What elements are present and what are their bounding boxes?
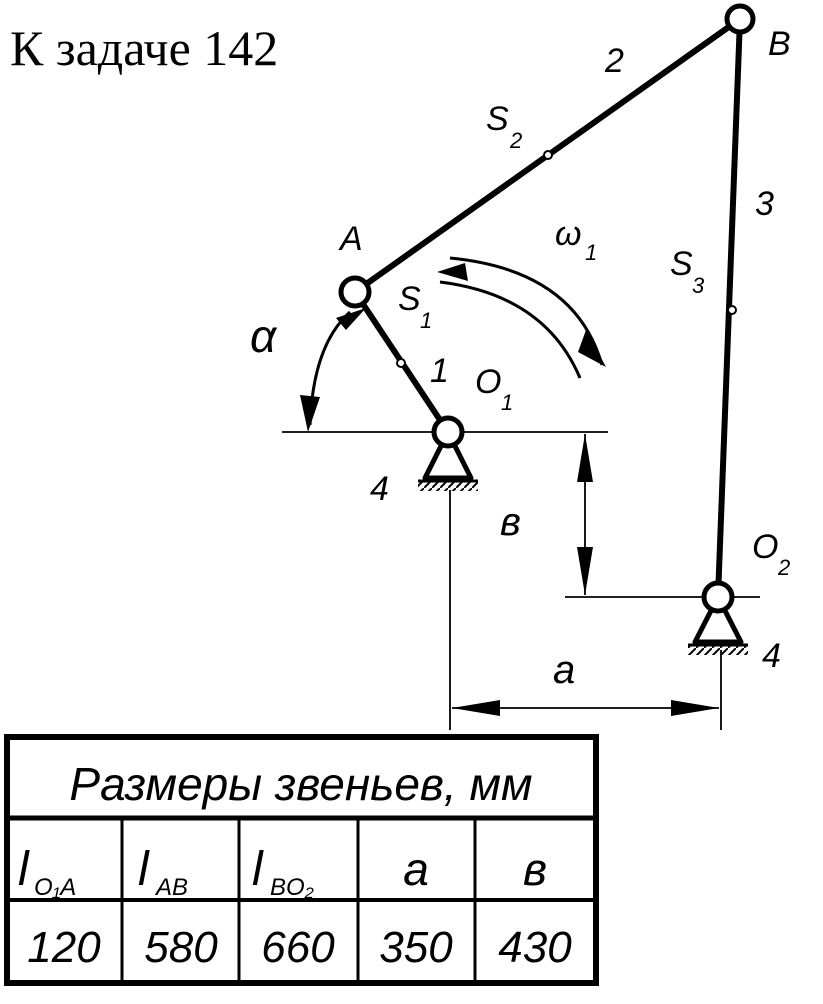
s1-marker [396,358,406,368]
s3-label: S [670,245,693,283]
link-2-label: 2 [604,42,624,80]
s2-marker [543,150,553,160]
header-l-o1a: l [18,843,30,896]
header-l-ab-sub: AB [154,874,188,901]
ground-4-right-label: 4 [762,637,781,675]
omega-label: ω [555,215,581,253]
table-title: Размеры звеньев, мм [69,758,532,810]
joint-o1 [431,415,465,449]
value-l-bo2: 660 [261,923,335,972]
link-1-label: 1 [430,352,449,390]
dimension-b-label: в [500,500,521,544]
o2-ground-support [688,594,748,655]
value-l-ab: 580 [144,923,218,972]
value-l-o1a: 120 [27,923,101,972]
o1-label: O [475,363,501,401]
dimensions-table: Размеры звеньев, мм l O₁A l AB l BO₂ a в… [4,734,599,986]
value-a: 350 [379,923,453,972]
value-b: 430 [498,923,572,972]
point-b-label: B [768,25,791,63]
alpha-label: α [250,310,278,362]
header-l-ab: l [138,843,150,896]
s3-subscript: 3 [692,273,705,298]
o2-subscript: 2 [777,555,790,580]
problem-title: К задаче 142 [10,20,278,76]
omega-arrow [437,256,606,379]
alpha-arrow [300,308,366,432]
header-a: a [403,843,429,895]
s3-marker [727,305,737,315]
s1-label: S [398,280,421,318]
s2-label: S [486,100,509,138]
dimension-a [452,700,719,716]
o1-subscript: 1 [501,390,513,415]
header-l-bo2-sub: BO₂ [270,874,314,901]
joint-b [724,3,756,35]
header-b: в [523,843,547,895]
joint-o2 [701,580,735,614]
link-3-label: 3 [755,185,774,223]
joint-a [338,275,372,309]
omega-subscript: 1 [585,240,597,265]
o2-label: O [752,528,778,566]
point-a-label: A [338,220,363,258]
header-l-bo2: l [252,843,264,896]
s2-subscript: 2 [509,128,522,153]
ground-4-left-label: 4 [370,470,389,508]
o1-ground-support [418,429,478,491]
dimension-a-label: a [553,648,575,692]
s1-subscript: 1 [420,308,432,333]
header-l-o1a-sub: O₁A [34,874,76,901]
dimension-b [577,434,593,595]
